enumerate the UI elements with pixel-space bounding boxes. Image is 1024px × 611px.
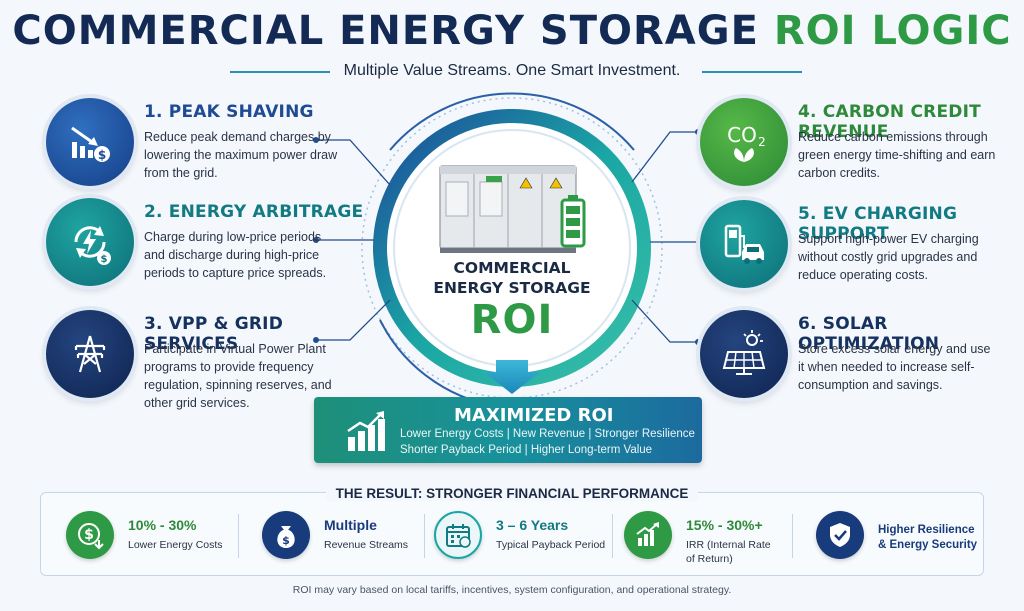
feature-title: 1. PEAK SHAVING <box>144 102 314 122</box>
feature-vpp-grid: 3. VPP & GRID SERVICES Participate in Vi… <box>46 310 376 410</box>
svg-text:$: $ <box>282 534 290 547</box>
feature-energy-arbitrage: $ 2. ENERGY ARBITRAGE Charge during low-… <box>46 198 376 298</box>
calendar-icon <box>434 511 482 559</box>
feature-ev-charging: 5. EV CHARGING SUPPORT Support high-powe… <box>700 200 1024 300</box>
stat-payback-period: 3 – 6 Years Typical Payback Period <box>434 509 606 565</box>
growth-chart-icon <box>624 511 672 559</box>
feature-title: 3. VPP & GRID SERVICES <box>144 314 284 354</box>
stat-label: Higher Resilience & Energy Security <box>878 523 977 553</box>
stat-value: 15% - 30%+ <box>686 517 763 533</box>
feature-description: Charge during low-price periods and disc… <box>144 230 327 280</box>
svg-text:CO: CO <box>727 123 757 147</box>
feature-title: 2. ENERGY ARBITRAGE <box>144 202 364 222</box>
title-main: COMMERCIAL ENERGY STORAGE <box>12 8 774 54</box>
feature-title: 5. EV CHARGING SUPPORT <box>798 204 958 244</box>
stat-value: 10% - 30% <box>128 517 197 533</box>
power-tower-icon <box>46 310 134 398</box>
shield-check-icon <box>816 511 864 559</box>
stat-divider <box>238 514 239 558</box>
svg-text:$: $ <box>84 527 94 543</box>
stat-divider <box>612 514 613 558</box>
stat-revenue-streams: $ Multiple Revenue Streams <box>262 509 432 565</box>
center-line-1: COMMERCIAL <box>453 259 571 277</box>
stat-label: Revenue Streams <box>324 539 409 551</box>
feature-description: Reduce peak demand charges by lowering t… <box>144 130 338 180</box>
connector-dot <box>313 237 319 243</box>
subtitle-row: Multiple Value Streams. One Smart Invest… <box>0 62 1024 82</box>
feature-title: 6. SOLAR OPTIMIZATION <box>798 314 940 354</box>
ev-charger-icon <box>700 200 788 288</box>
center-line-roi: ROI <box>470 297 554 343</box>
feature-peak-shaving: $ 1. PEAK SHAVING Reduce peak demand cha… <box>46 98 376 198</box>
stat-divider <box>424 514 425 558</box>
stat-label: Typical Payback Period <box>496 539 606 551</box>
connector-dot <box>695 339 701 345</box>
chart-down-dollar-icon: $ <box>46 98 134 186</box>
footnote: ROI may vary based on local tariffs, inc… <box>292 584 732 596</box>
feature-description: Support high-power EV charging without c… <box>798 232 979 282</box>
svg-text:$: $ <box>98 148 106 162</box>
connector-dot <box>313 337 319 343</box>
connector-lines-right <box>631 131 706 343</box>
stat-divider <box>792 514 793 558</box>
page-title: COMMERCIAL ENERGY STORAGE ROI LOGIC <box>0 8 1024 54</box>
solar-panel-icon <box>700 310 788 398</box>
feature-description: Reduce carbon emissions through green en… <box>798 130 996 180</box>
subtitle-divider-left <box>230 71 330 73</box>
subtitle-divider-right <box>702 71 802 73</box>
result-title-text: THE RESULT: STRONGER FINANCIAL PERFORMAN… <box>325 486 699 501</box>
stat-label-line: of Return) <box>686 553 733 565</box>
maximized-roi-banner: MAXIMIZED ROI Lower Energy Costs | New R… <box>314 397 702 463</box>
result-title: THE RESULT: STRONGER FINANCIAL PERFORMAN… <box>0 486 1024 501</box>
subtitle: Multiple Value Streams. One Smart Invest… <box>343 62 681 79</box>
title-accent: ROI LOGIC <box>773 8 1012 54</box>
stat-irr: 15% - 30%+ IRR (Internal Rate of Return) <box>624 509 794 565</box>
svg-text:$: $ <box>101 254 108 265</box>
stat-label-line: Higher Resilience <box>878 524 975 536</box>
growth-bars-icon <box>347 411 385 451</box>
feature-carbon-credit: CO 2 4. CARBON CREDIT REVENUE Reduce car… <box>700 98 1024 198</box>
feature-solar-optimization: 6. SOLAR OPTIMIZATION Store excess solar… <box>700 310 1024 410</box>
stat-energy-costs: $ 10% - 30% Lower Energy Costs <box>66 509 236 565</box>
feature-description: Participate in Virtual Power Plant progr… <box>144 342 332 410</box>
stat-label: Lower Energy Costs <box>128 539 223 551</box>
stat-value: 3 – 6 Years <box>496 517 569 533</box>
feature-title: 4. CARBON CREDIT REVENUE <box>798 102 981 142</box>
banner-line-1: Lower Energy Costs | New Revenue | Stron… <box>400 428 695 440</box>
svg-text:2: 2 <box>758 135 766 149</box>
stat-value: Multiple <box>324 517 377 533</box>
stat-label-line: IRR (Internal Rate <box>686 539 771 551</box>
stat-label-line: & Energy Security <box>878 539 978 551</box>
cycle-bolt-dollar-icon: $ <box>46 198 134 286</box>
feature-description: Store excess solar energy and use it whe… <box>798 342 991 392</box>
banner-line-2: Shorter Payback Period | Higher Long-ter… <box>400 444 653 456</box>
money-bag-icon: $ <box>262 511 310 559</box>
connector-dot <box>695 129 701 135</box>
co2-leaf-icon: CO 2 <box>700 98 788 186</box>
center-label: COMMERCIAL ENERGY STORAGE ROI <box>412 258 612 342</box>
banner-title: MAXIMIZED ROI <box>454 405 614 426</box>
center-line-2: ENERGY STORAGE <box>433 279 591 297</box>
dollar-down-icon: $ <box>66 511 114 559</box>
connector-dot <box>313 137 319 143</box>
stat-resilience: Higher Resilience & Energy Security <box>816 509 977 565</box>
battery-icon <box>560 195 586 248</box>
connector-lines-left <box>318 139 391 341</box>
energy-storage-container-icon <box>439 165 577 253</box>
stat-label: IRR (Internal Rate of Return) <box>686 538 771 566</box>
outer-arc-top <box>389 92 635 151</box>
arrow-down-icon <box>484 360 540 394</box>
